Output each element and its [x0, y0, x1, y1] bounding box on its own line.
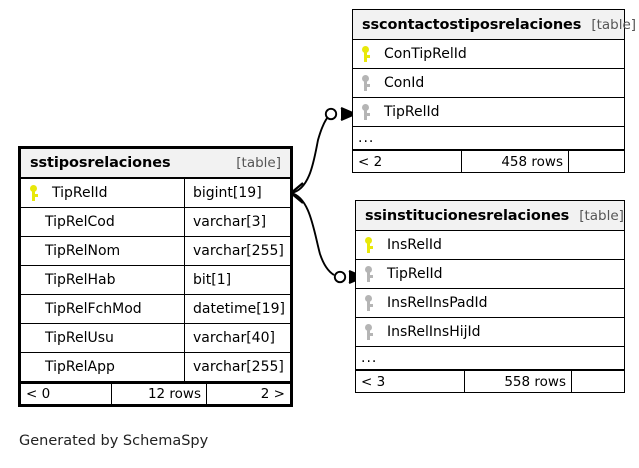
column-name-cell: TipRelFchMod — [21, 295, 184, 323]
column-name-cell: ConId — [353, 69, 624, 97]
relationship-line-instituciones — [290, 192, 364, 285]
column-type: bigint[19] — [193, 185, 262, 201]
column-name: TipRelId — [52, 185, 108, 201]
table-header-ssinstitucionesrelaciones: ssinstitucionesrelaciones [table] — [356, 201, 624, 231]
table-title: ssinstitucionesrelaciones — [365, 207, 570, 224]
table-row[interactable]: TipRelFchMod datetime[19] — [21, 295, 290, 324]
diagram-caption: Generated by SchemaSpy — [19, 433, 209, 449]
column-name: InsRelId — [387, 237, 442, 253]
primary-key-icon — [28, 184, 42, 202]
table-footer-sstiposrelaciones: < 0 12 rows 2 > — [21, 382, 290, 404]
table-row[interactable]: InsRelInsPadId — [356, 289, 624, 318]
column-type: varchar[255] — [193, 359, 284, 375]
column-type-cell: bigint[19] — [184, 179, 290, 207]
parent-count[interactable]: < 3 — [361, 373, 386, 390]
column-name-cell: TipRelId — [21, 179, 184, 207]
table-row[interactable]: ConTipRelId — [353, 40, 624, 69]
row-count: 558 rows — [464, 371, 571, 392]
column-name: InsRelInsPadId — [387, 295, 488, 311]
table-type-tag: [table] — [236, 155, 281, 171]
table-row[interactable]: ConId — [353, 69, 624, 98]
column-name: TipRelId — [387, 266, 443, 282]
column-name-cell: TipRelUsu — [21, 324, 184, 352]
column-name: InsRelInsHijId — [387, 324, 481, 340]
column-type-cell: varchar[255] — [184, 353, 290, 381]
table-row[interactable]: TipRelId bigint[19] — [21, 179, 290, 208]
row-count: 12 rows — [111, 384, 206, 404]
foreign-key-icon — [363, 294, 377, 312]
column-name: TipRelId — [384, 104, 440, 120]
table-header-sscontactostiposrelaciones: sscontactostiposrelaciones [table] — [353, 10, 636, 40]
column-type-cell: varchar[40] — [184, 324, 290, 352]
column-name-cell: TipRelHab — [21, 266, 184, 294]
ellipsis-label: ... — [361, 350, 378, 366]
table-row[interactable]: InsRelInsHijId — [356, 318, 624, 347]
primary-key-icon — [360, 45, 374, 63]
table-row[interactable]: TipRelId — [356, 260, 624, 289]
column-name-cell: TipRelApp — [21, 353, 184, 381]
more-columns-row[interactable]: ... — [353, 127, 624, 150]
table-row[interactable]: TipRelId — [353, 98, 624, 127]
foreign-key-icon — [360, 103, 374, 121]
table-row[interactable]: TipRelApp varchar[255] — [21, 353, 290, 382]
column-name-cell: ConTipRelId — [353, 40, 624, 68]
column-name: TipRelHab — [45, 272, 116, 288]
foreign-key-icon — [363, 323, 377, 341]
table-type-tag: [table] — [579, 207, 624, 224]
column-name-cell: TipRelCod — [21, 208, 184, 236]
table-row[interactable]: TipRelUsu varchar[40] — [21, 324, 290, 353]
column-type-cell: varchar[3] — [184, 208, 290, 236]
table-footer-sscontactostiposrelaciones: < 2 458 rows — [353, 150, 624, 172]
table-footer-ssinstitucionesrelaciones: < 3 558 rows — [356, 370, 624, 392]
column-name-cell: InsRelInsPadId — [356, 289, 624, 317]
parent-count[interactable]: < 0 — [26, 386, 51, 402]
column-name-cell: InsRelInsHijId — [356, 318, 624, 346]
more-columns-row[interactable]: ... — [356, 347, 624, 370]
child-count[interactable]: 2 > — [206, 384, 290, 404]
table-type-tag: [table] — [591, 16, 637, 33]
column-type: bit[1] — [193, 272, 232, 288]
table-ssinstitucionesrelaciones[interactable]: ssinstitucionesrelaciones [table] InsRel… — [355, 200, 625, 393]
column-name: TipRelUsu — [45, 330, 114, 346]
foreign-key-icon — [360, 74, 374, 92]
column-name: ConId — [384, 75, 425, 91]
table-sstiposrelaciones[interactable]: sstiposrelaciones [table] TipRelId bigin… — [18, 146, 293, 407]
column-name-cell: TipRelId — [356, 260, 624, 288]
table-row[interactable]: TipRelCod varchar[3] — [21, 208, 290, 237]
table-title: sscontactostiposrelaciones — [362, 16, 582, 33]
child-count[interactable] — [568, 151, 624, 172]
table-row[interactable]: TipRelHab bit[1] — [21, 266, 290, 295]
column-name-cell: InsRelId — [356, 231, 624, 259]
column-type-cell: varchar[255] — [184, 237, 290, 265]
table-sscontactostiposrelaciones[interactable]: sscontactostiposrelaciones [table] ConTi… — [352, 9, 636, 173]
column-name: TipRelFchMod — [45, 301, 142, 317]
ellipsis-label: ... — [358, 130, 375, 146]
column-name-cell: TipRelNom — [21, 237, 184, 265]
primary-key-icon — [363, 236, 377, 254]
table-header-sstiposrelaciones: sstiposrelaciones [table] — [21, 149, 290, 179]
column-type: varchar[255] — [193, 243, 284, 259]
column-name: TipRelNom — [45, 243, 121, 259]
column-name: TipRelCod — [45, 214, 115, 230]
column-type: varchar[3] — [193, 214, 267, 230]
table-row[interactable]: TipRelNom varchar[255] — [21, 237, 290, 266]
parent-count[interactable]: < 2 — [358, 153, 383, 170]
column-type-cell: bit[1] — [184, 266, 290, 294]
table-row[interactable]: InsRelId — [356, 231, 624, 260]
table-title: sstiposrelaciones — [30, 155, 171, 171]
row-count: 458 rows — [461, 151, 568, 172]
column-name-cell: TipRelId — [353, 98, 624, 126]
foreign-key-icon — [363, 265, 377, 283]
column-name: TipRelApp — [45, 359, 115, 375]
child-count[interactable] — [571, 371, 624, 392]
column-type: datetime[19] — [193, 301, 285, 317]
column-name: ConTipRelId — [384, 46, 467, 62]
relationship-line-contactos — [290, 106, 356, 194]
column-type-cell: datetime[19] — [184, 295, 290, 323]
column-type: varchar[40] — [193, 330, 275, 346]
